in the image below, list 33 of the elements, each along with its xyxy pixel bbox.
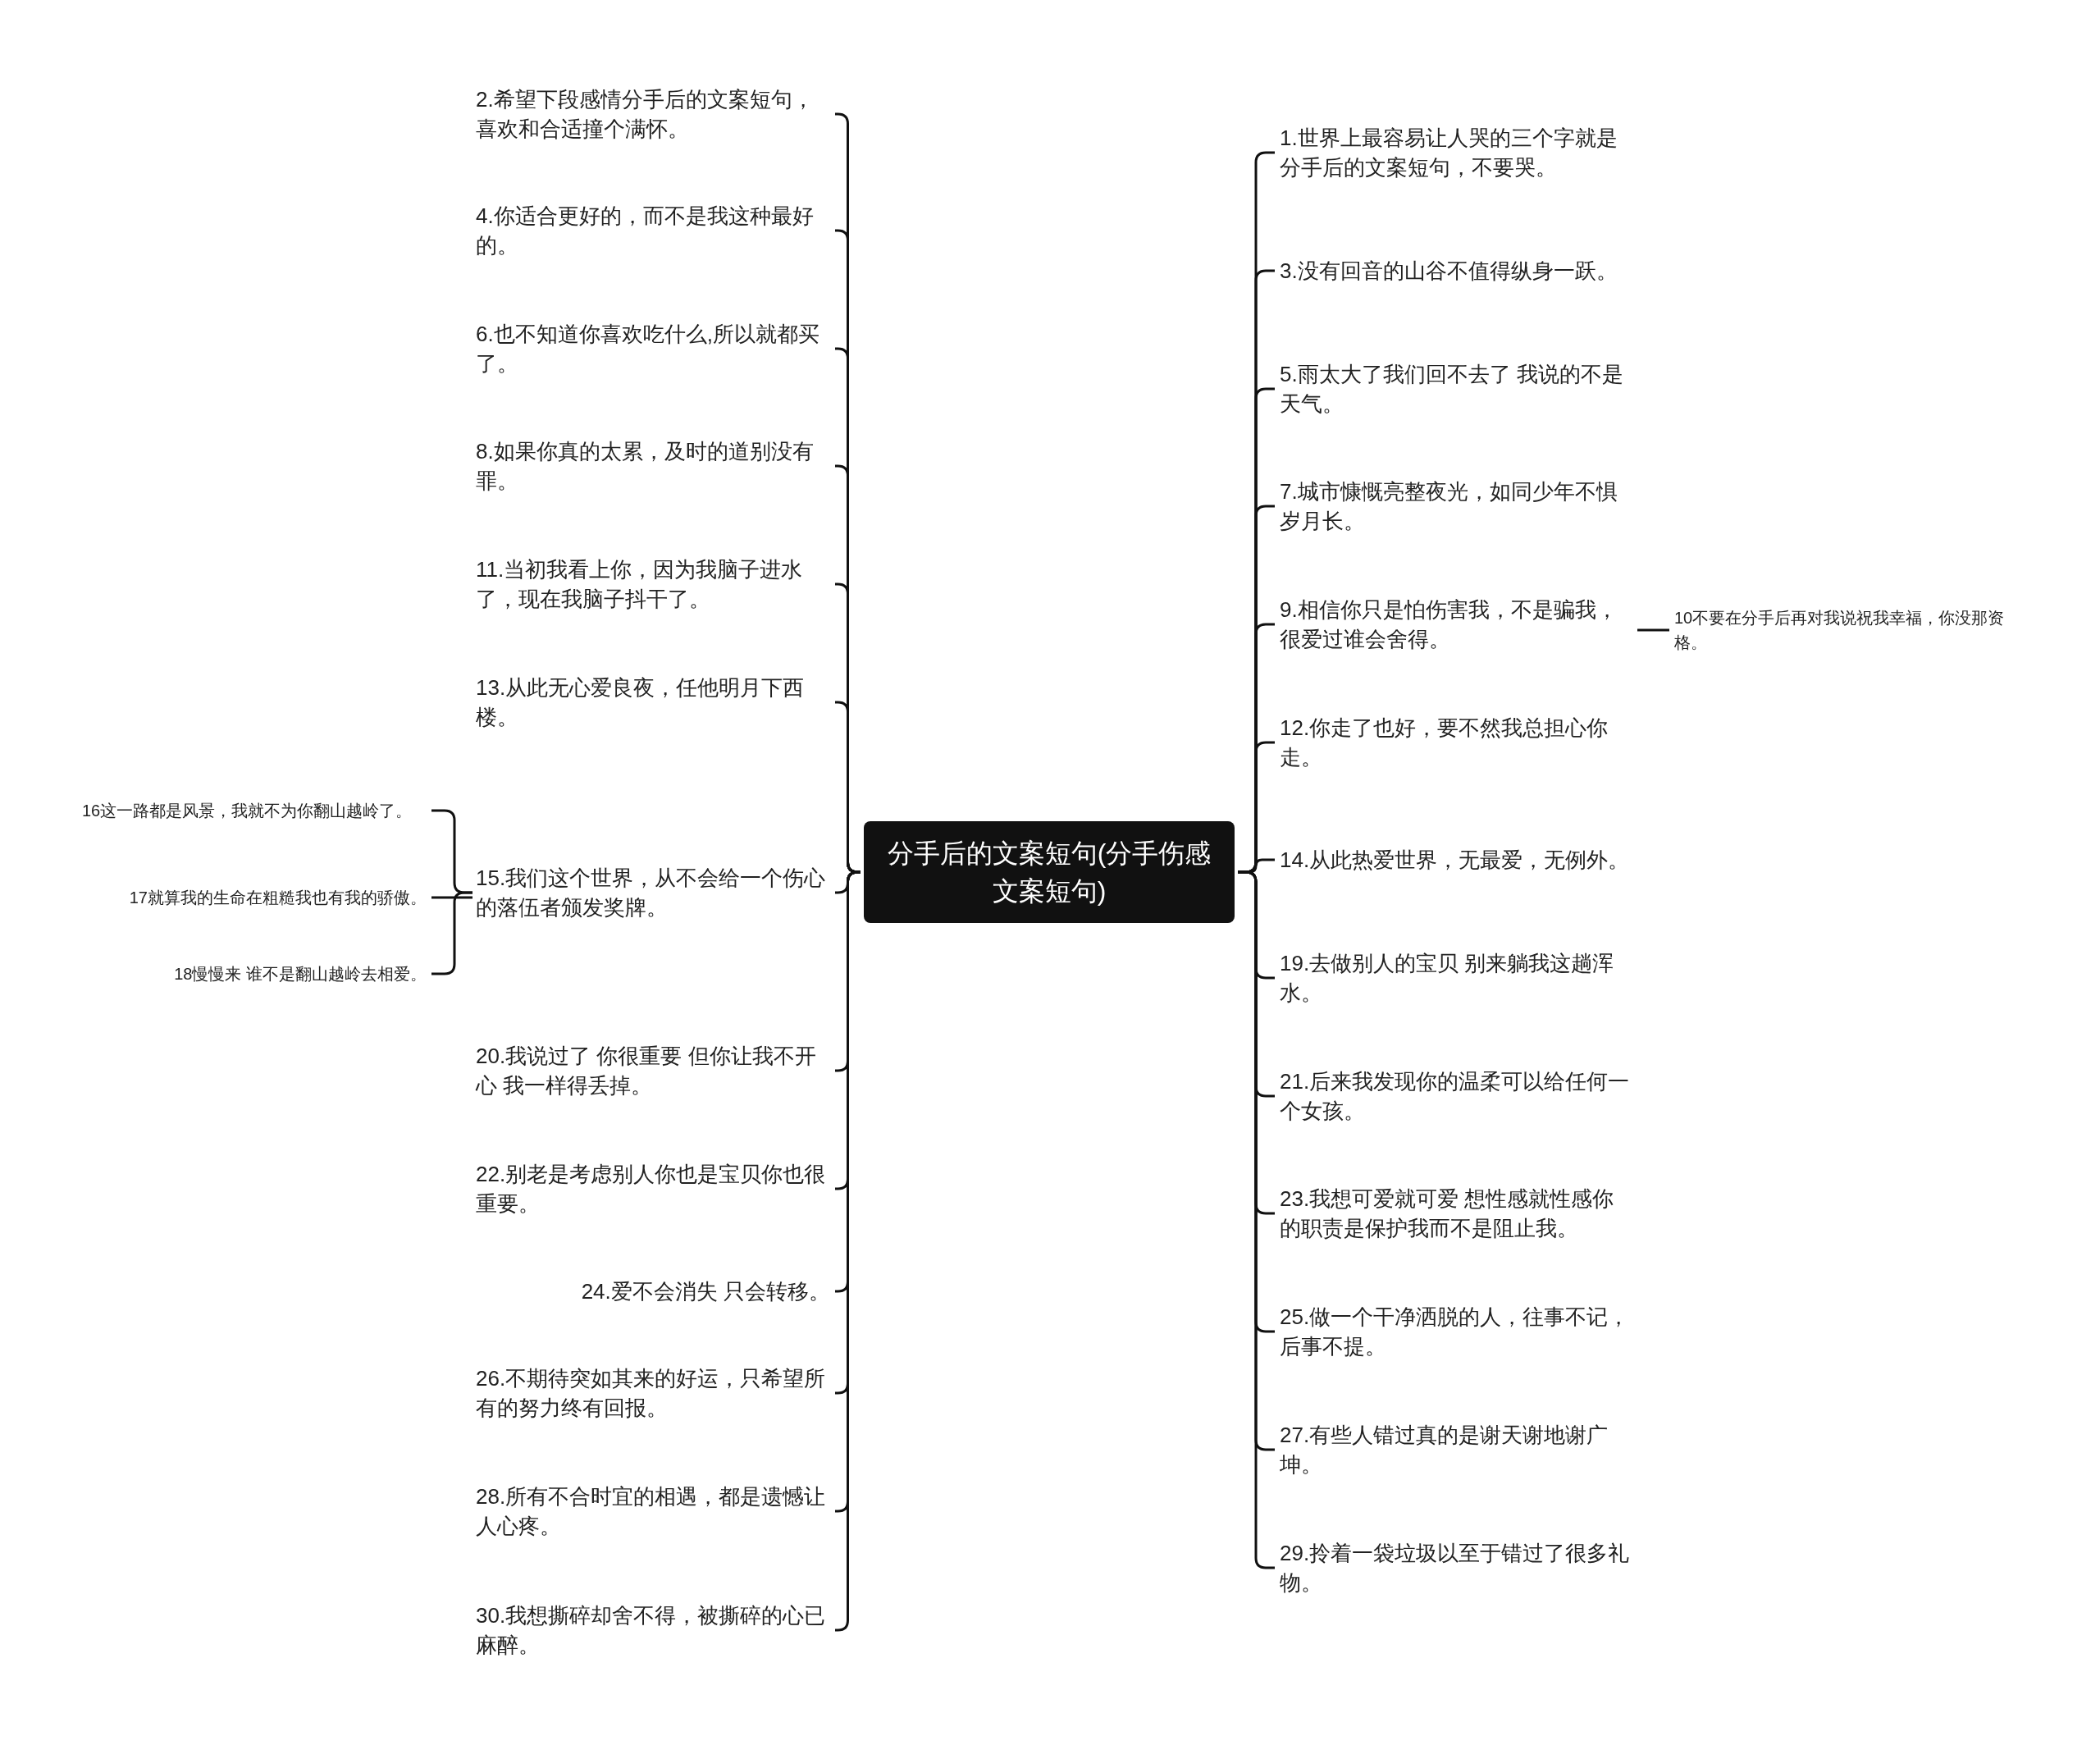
topic-text: 23.我想可爱就可爱 想性感就性感你的职责是保护我而不是阻止我。 <box>1280 1184 1634 1243</box>
topic-text: 7.城市慷慨亮整夜光，如同少年不惧岁月长。 <box>1280 477 1634 536</box>
connector-line <box>1637 628 1669 632</box>
topic-text: 12.你走了也好，要不然我总担心你走。 <box>1280 713 1634 772</box>
topic-text: 9.相信你只是怕伤害我，不是骗我，很爱过谁会舍得。 <box>1280 595 1634 654</box>
subtopic-text: 18慢慢来 谁不是翻山越岭去相爱。 <box>174 962 427 986</box>
connector-line <box>431 896 472 899</box>
topic-text: 11.当初我看上你，因为我脑子进水了，现在我脑子抖干了。 <box>476 555 830 614</box>
topic-text: 14.从此热爱世界，无最爱，无例外。 <box>1280 845 1634 875</box>
subtopic-text: 16这一路都是风景，我就不为你翻山越岭了。 <box>82 798 427 823</box>
subtopic-text: 10不要在分手后再对我说祝我幸福，你没那资格。 <box>1674 605 2019 655</box>
topic-text: 8.如果你真的太累，及时的道别没有罪。 <box>476 436 830 496</box>
topic-text: 20.我说过了 你很重要 但你让我不开心 我一样得丢掉。 <box>476 1041 830 1100</box>
topic-text: 29.拎着一袋垃圾以至于错过了很多礼物。 <box>1280 1538 1634 1597</box>
topic-text: 3.没有回音的山谷不值得纵身一跃。 <box>1280 256 1634 286</box>
topic-text: 1.世界上最容易让人哭的三个字就是分手后的文案短句，不要哭。 <box>1280 123 1634 182</box>
central-topic: 分手后的文案短句(分手伤感文案短句) <box>864 821 1235 923</box>
topic-text: 28.所有不合时宜的相遇，都是遗憾让人心疼。 <box>476 1482 830 1541</box>
topic-text: 13.从此无心爱良夜，任他明月下西楼。 <box>476 673 830 732</box>
topic-text: 4.你适合更好的，而不是我这种最好的。 <box>476 201 830 260</box>
topic-text: 15.我们这个世界，从不会给一个伤心的落伍者颁发奖牌。 <box>476 863 830 922</box>
topic-text: 25.做一个干净洒脱的人，往事不记，后事不提。 <box>1280 1302 1634 1361</box>
topic-text: 26.不期待突如其来的好运，只希望所有的努力终有回报。 <box>476 1364 830 1423</box>
topic-text: 19.去做别人的宝贝 别来躺我这趟浑水。 <box>1280 948 1634 1007</box>
topic-text: 22.别老是考虑别人你也是宝贝你也很重要。 <box>476 1159 830 1218</box>
topic-text: 27.有些人错过真的是谢天谢地谢广坤。 <box>1280 1420 1634 1479</box>
topic-text: 2.希望下段感情分手后的文案短句，喜欢和合适撞个满怀。 <box>476 85 830 144</box>
topic-text: 21.后来我发现你的温柔可以给任何一个女孩。 <box>1280 1067 1634 1126</box>
topic-text: 24.爱不会消失 只会转移。 <box>581 1277 830 1306</box>
topic-text: 5.雨太大了我们回不去了 我说的不是天气。 <box>1280 359 1634 418</box>
topic-text: 30.我想撕碎却舍不得，被撕碎的心已麻醉。 <box>476 1601 830 1660</box>
topic-text: 6.也不知道你喜欢吃什么,所以就都买了。 <box>476 319 830 378</box>
subtopic-text: 17就算我的生命在粗糙我也有我的骄傲。 <box>129 885 427 910</box>
